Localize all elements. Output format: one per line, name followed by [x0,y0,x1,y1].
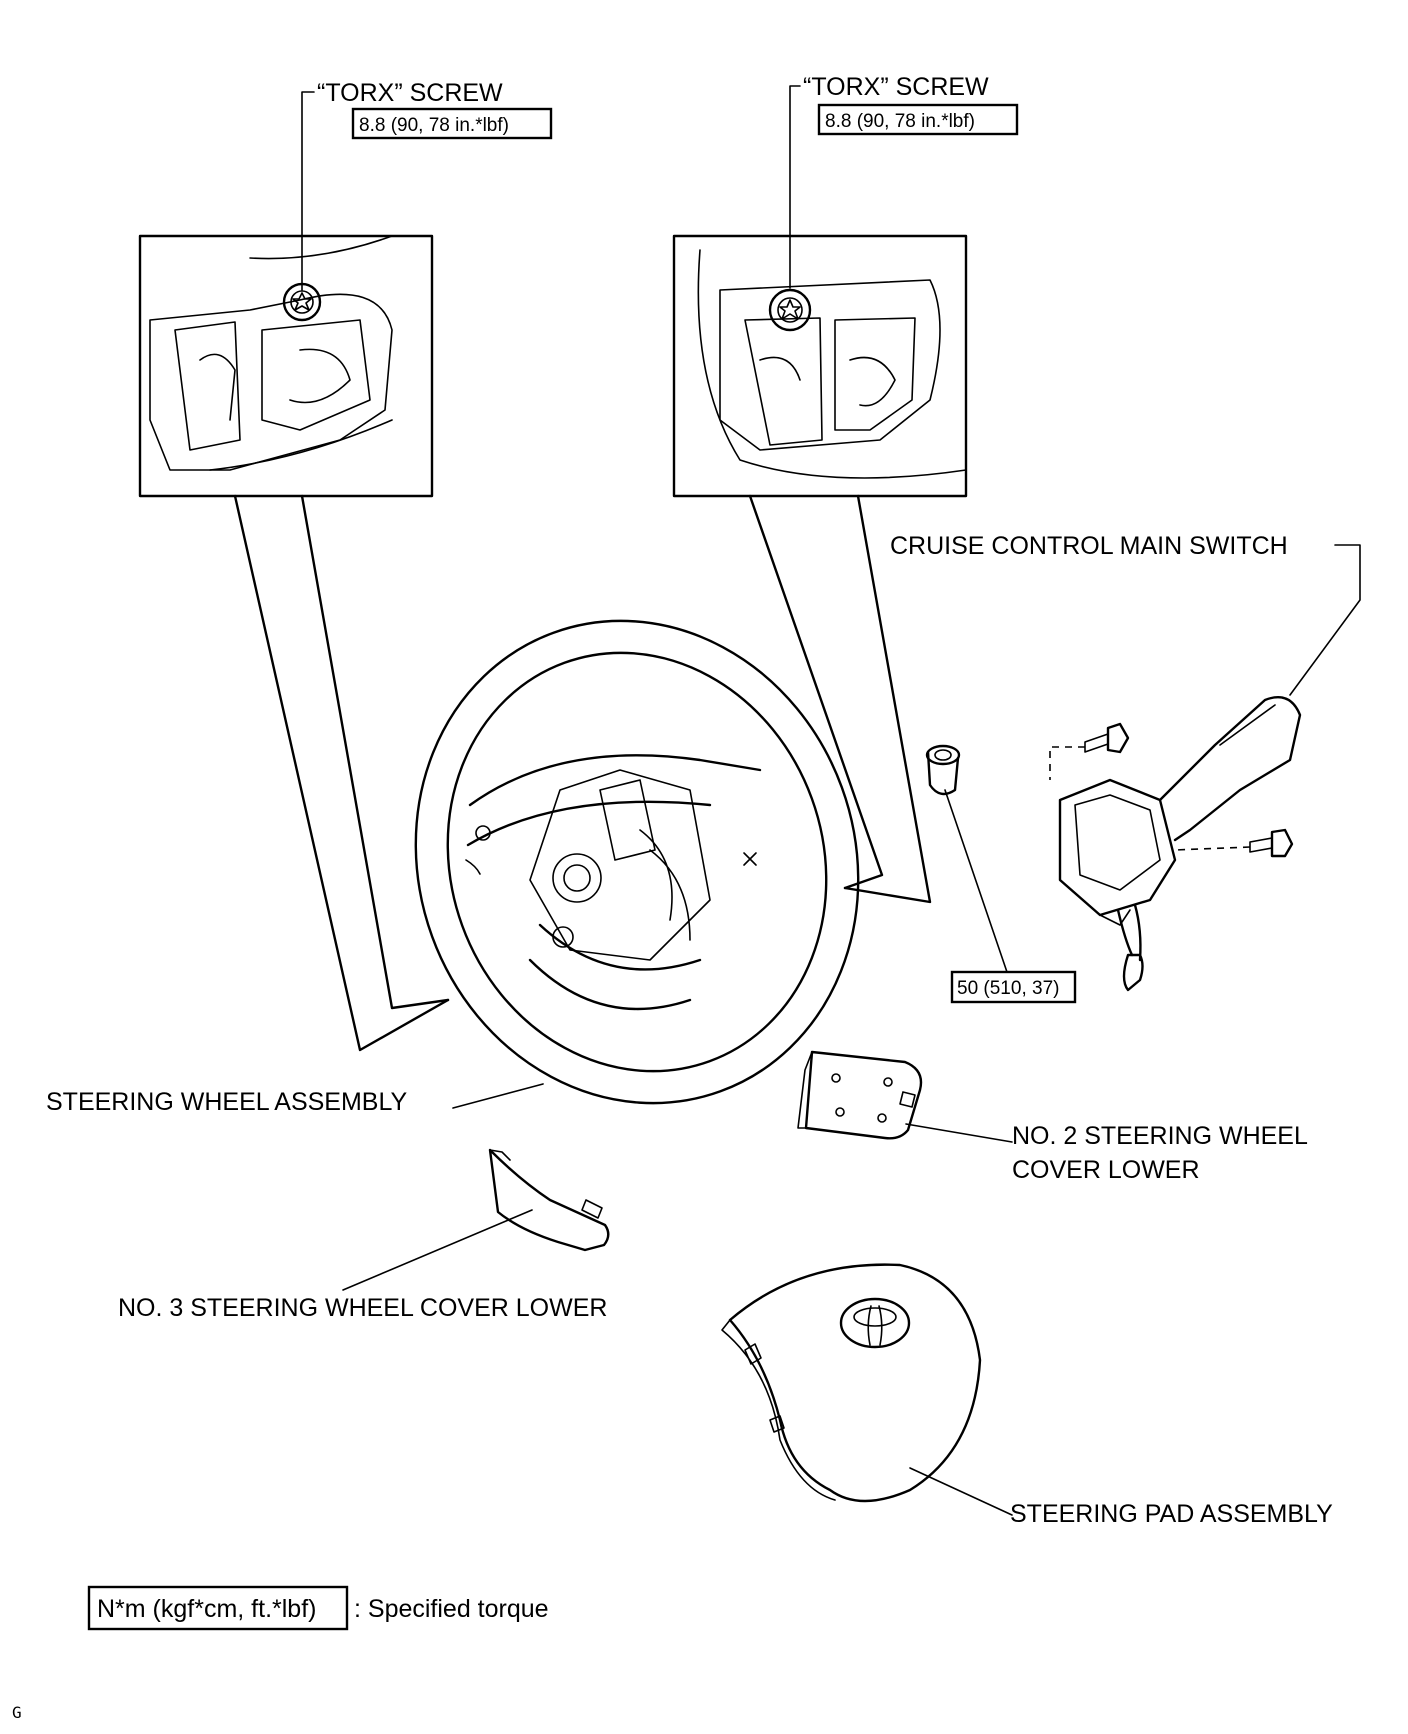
label-no2-cover-line1: NO. 2 STEERING WHEEL [1012,1122,1308,1150]
torque-box-left [351,107,553,140]
torque-value-nut: 50 (510, 37) [957,978,1059,999]
legend-unit-text: N*m (kgf*cm, ft.*lbf) [97,1595,316,1623]
no2-cover-lower [797,1050,923,1140]
left-leader-lines [233,91,450,1052]
mounting-screw-icon [1084,722,1130,754]
torque-box-right [817,103,1019,136]
torx-screw-icon [768,288,812,332]
label-steering-pad-assembly: STEERING PAD ASSEMBLY [1010,1500,1333,1528]
nut-torque-leader [944,789,1009,976]
screw-alignment-line [1049,746,1085,780]
cruise-control-switch [1058,695,1302,992]
no3-cover-leader [342,1209,533,1291]
torque-value-left: 8.8 (90, 78 in.*lbf) [359,115,509,136]
legend-unit-box [87,1585,349,1631]
label-no2-cover-line2: COVER LOWER [1012,1156,1200,1184]
torque-box-nut [950,970,1077,1004]
no3-cover-lower [488,1148,610,1252]
label-steering-wheel-assembly: STEERING WHEEL ASSEMBLY [46,1088,408,1116]
torque-value-right: 8.8 (90, 78 in.*lbf) [825,111,975,132]
right-detail-inset [672,234,968,498]
legend-description: : Specified torque [354,1595,549,1623]
cruise-switch-leader [1289,544,1361,696]
label-torx-screw-right: “TORX” SCREW [803,73,989,101]
steering-nut-icon [925,744,961,796]
steering-wheel-assembly [414,619,860,1105]
steering-wheel-leader [452,1083,544,1109]
label-torx-screw-left: “TORX” SCREW [317,79,503,107]
no2-cover-leader [905,1123,1013,1143]
left-detail-inset [138,234,434,498]
steering-pad-assembly [721,1263,982,1503]
mounting-screw-icon [1249,828,1294,858]
figure-id: G [12,1703,22,1722]
label-cruise-control-switch: CRUISE CONTROL MAIN SWITCH [890,532,1288,560]
screw-alignment-line [1174,846,1251,851]
steering-pad-leader [909,1467,1013,1516]
torque-legend: N*m (kgf*cm, ft.*lbf) : Specified torque [87,1585,549,1631]
label-no3-cover: NO. 3 STEERING WHEEL COVER LOWER [118,1294,607,1322]
